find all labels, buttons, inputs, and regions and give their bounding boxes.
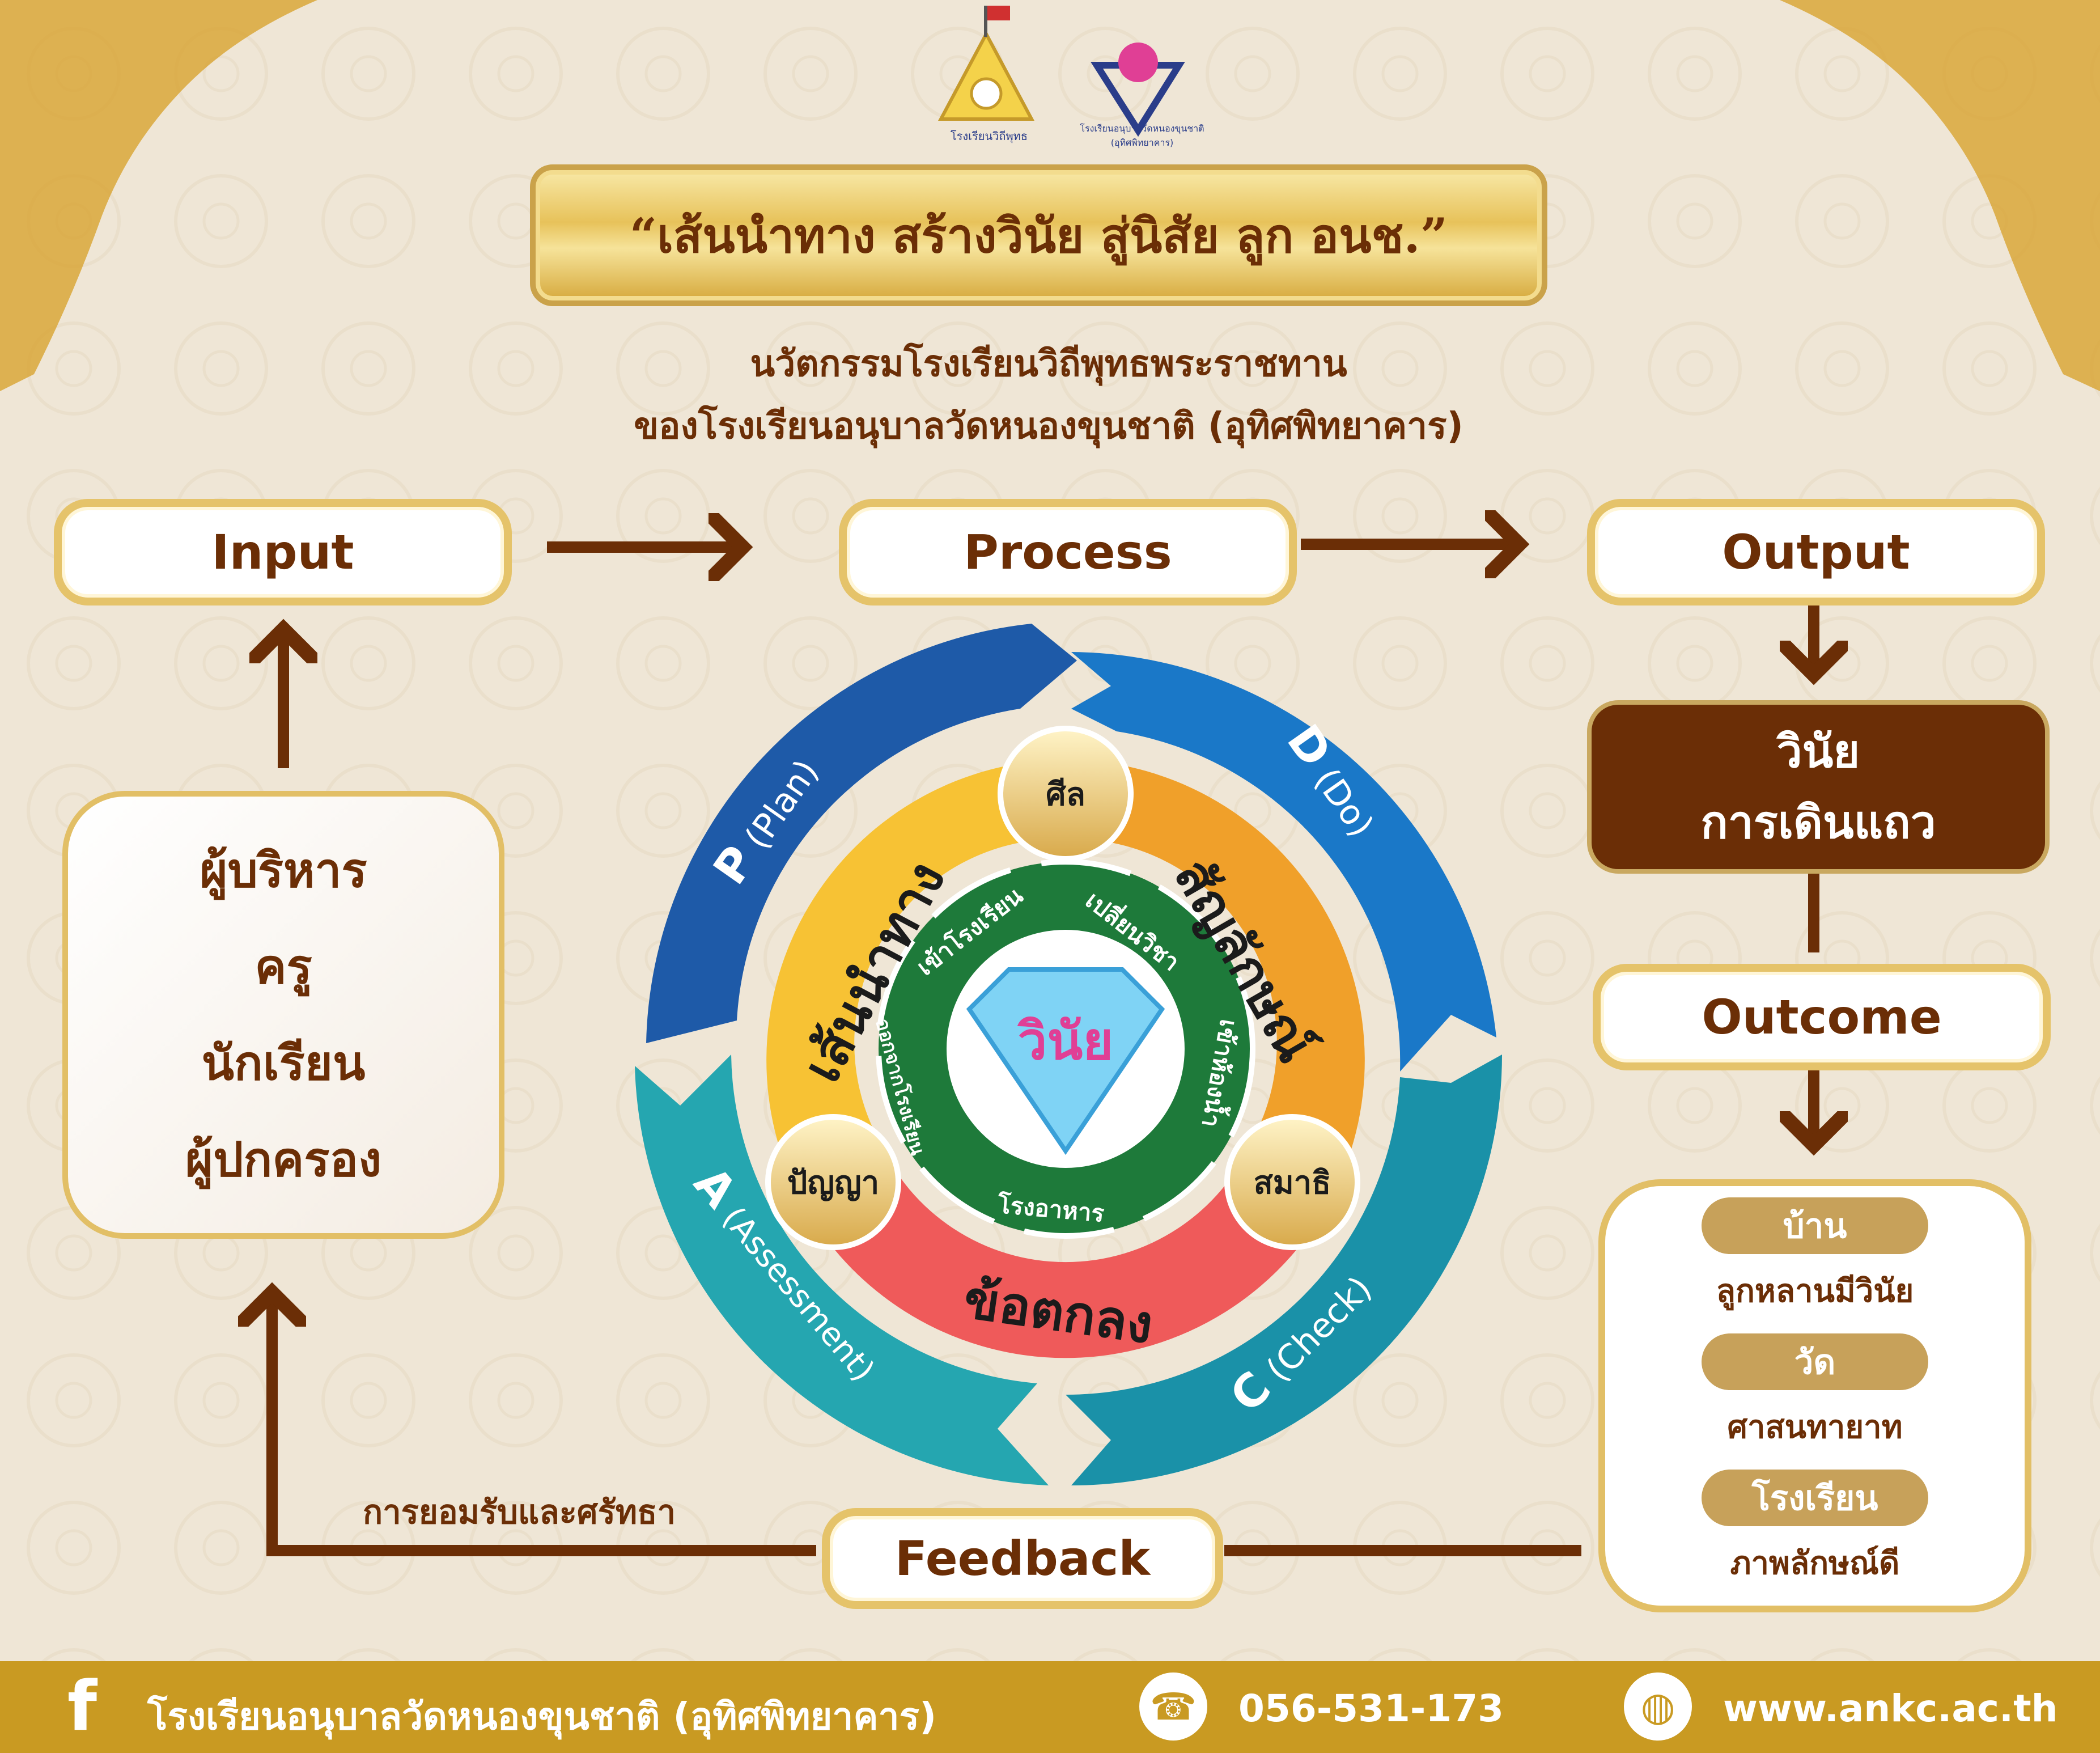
process-label: Process — [839, 499, 1297, 605]
stakeholder-item: ผู้บริหาร — [200, 842, 367, 898]
footer-bar — [0, 1661, 2100, 1753]
outcome-text-temple: ศาสนทายาท — [1727, 1409, 1903, 1446]
feedback-caption: การยอมรับและศรัทธา — [363, 1493, 676, 1531]
globe-icon: ◍ — [1624, 1672, 1692, 1741]
stakeholder-item: ผู้ปกครอง — [185, 1132, 382, 1187]
footer-school-link[interactable]: โรงเรียนอนุบาลวัดหนองขุนชาติ (อุทิศพิทยา… — [147, 1695, 937, 1738]
subtitle-line-2: ของโรงเรียนอนุบาลวัดหนองขุนชาติ (อุทิศพิ… — [634, 405, 1463, 447]
phone-icon: ☎ — [1139, 1672, 1207, 1741]
outcome-tag-school: โรงเรียน — [1702, 1470, 1928, 1526]
logo-right — [1091, 43, 1185, 137]
page-title: “เส้นนำทาง สร้างวินัย สู่นิสัย ลูก อนช.” — [629, 208, 1448, 264]
corner-ornament-left — [0, 0, 317, 391]
outcome-tag-temple: วัด — [1702, 1333, 1928, 1390]
outcome-text-school: ภาพลักษณ์ดี — [1730, 1545, 1900, 1582]
circle-left-label: ปัญญา — [787, 1164, 880, 1201]
pdca-ring — [635, 624, 1502, 1485]
output-box: วินัย การเดินแถว — [1587, 700, 2050, 874]
circle-right-label: สมาธิ — [1253, 1164, 1331, 1201]
facebook-icon[interactable]: f — [67, 1667, 97, 1746]
stakeholder-item: นักเรียน — [201, 1035, 366, 1091]
diamond-icon — [966, 967, 1165, 1155]
output-label: Output — [1587, 499, 2045, 605]
logo-left-caption: โรงเรียนวิถีพุทธ — [950, 129, 1028, 143]
subtitle-line-1: นวัตกรรมโรงเรียนวิถีพุทธพระราชทาน — [750, 343, 1347, 385]
stakeholder-item: ครู — [254, 939, 312, 994]
output-line-2: การเดินแถว — [1700, 796, 1936, 849]
footer-website[interactable]: www.ankc.ac.th — [1723, 1687, 2058, 1730]
input-label: Input — [54, 499, 512, 605]
logo-left — [938, 6, 1034, 121]
corner-ornament-right — [1780, 0, 2100, 391]
outcome-label: Outcome — [1593, 964, 2051, 1070]
center-label: วินัย — [1017, 1010, 1114, 1072]
logo-right-caption: โรงเรียนอนุบาลวัดหนองขุนชาติ (อุทิศพิทยา… — [1080, 123, 1204, 148]
feedback-label: Feedback — [822, 1508, 1223, 1609]
circle-top-label: ศีล — [1046, 776, 1085, 813]
title-banner: “เส้นนำทาง สร้างวินัย สู่นิสัย ลูก อนช.” — [530, 164, 1547, 306]
output-line-1: วินัย — [1776, 725, 1860, 778]
footer-phone[interactable]: 056-531-173 — [1238, 1687, 1504, 1730]
outcomes-box: บ้าน ลูกหลานมีวินัย วัด ศาสนทายาท โรงเรี… — [1598, 1179, 2031, 1612]
outcome-text-home: ลูกหลานมีวินัย — [1716, 1273, 1914, 1310]
stakeholders-box: ผู้บริหาร ครู นักเรียน ผู้ปกครอง — [62, 791, 504, 1239]
outcome-tag-home: บ้าน — [1702, 1197, 1928, 1254]
